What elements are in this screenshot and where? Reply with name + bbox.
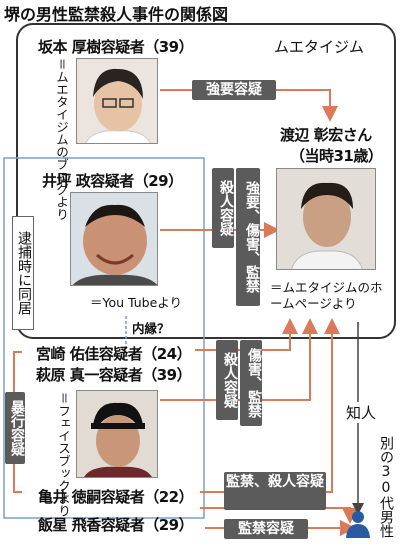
relation-kyoyo: 強要容疑 [192, 80, 276, 100]
person-portrait-icon [277, 169, 375, 269]
gym-label: ムエタイジム [274, 38, 365, 56]
miyazaki-name: 宮崎 佑佳容疑者（24） [36, 345, 192, 363]
iiboshi-name: 飯星 飛香容疑者（29） [38, 516, 194, 534]
person-portrait-icon [77, 59, 157, 143]
relation-satsujin2: 殺人容疑 [216, 340, 238, 420]
hagiwara-photo [76, 390, 158, 478]
page-title: 堺の男性監禁殺人事件の関係図 [4, 5, 229, 24]
watanabe-age: （当時31歳） [290, 147, 383, 165]
sakamoto-photo [76, 58, 158, 144]
relation-kankin-satsujin: 監禁、殺人容疑 [224, 472, 326, 510]
hagiwara-name: 萩原 真一容疑者（39） [36, 366, 192, 384]
isaka-photo [70, 192, 158, 286]
hagiwara-source: ＝フェイスブックより [56, 392, 71, 517]
relation-kyoyo-shogai: 強要、傷害、監禁 [236, 168, 260, 306]
relation-taiho: 逮捕時に同居 [12, 216, 34, 330]
watanabe-source: ＝ムエタイジムのホームページより [270, 280, 383, 311]
relation-naien: 内縁？ [132, 321, 170, 336]
relation-shogai-kankin: 傷害、監禁 [240, 340, 262, 426]
cohabit-frame [3, 157, 205, 519]
unknown-man-label: 別の30代男性 [378, 436, 394, 538]
isaka-source: ＝You Tubeより [90, 295, 183, 310]
person-silhouette-icon [346, 511, 370, 538]
person-portrait-icon [71, 193, 157, 285]
watanabe-photo [276, 168, 376, 270]
watanabe-name: 渡辺 彰宏さん [280, 126, 372, 144]
isaka-name: 井坪 政容疑者（29） [42, 172, 183, 190]
person-portrait-icon [77, 391, 157, 477]
sakamoto-name: 坂本 厚樹容疑者（39） [38, 38, 194, 56]
gym-frame [16, 23, 396, 339]
relation-chijin: 知人 [346, 402, 377, 423]
relation-kankin: 監禁容疑 [224, 519, 308, 539]
relation-satsujin: 殺人容疑 [212, 168, 234, 248]
relation-boko: 暴行容疑 [5, 392, 25, 464]
sakamoto-source: ＝ムエタイジムのブログより [54, 58, 69, 221]
kamei-name: 亀井 徳嗣容疑者（22） [38, 488, 194, 506]
